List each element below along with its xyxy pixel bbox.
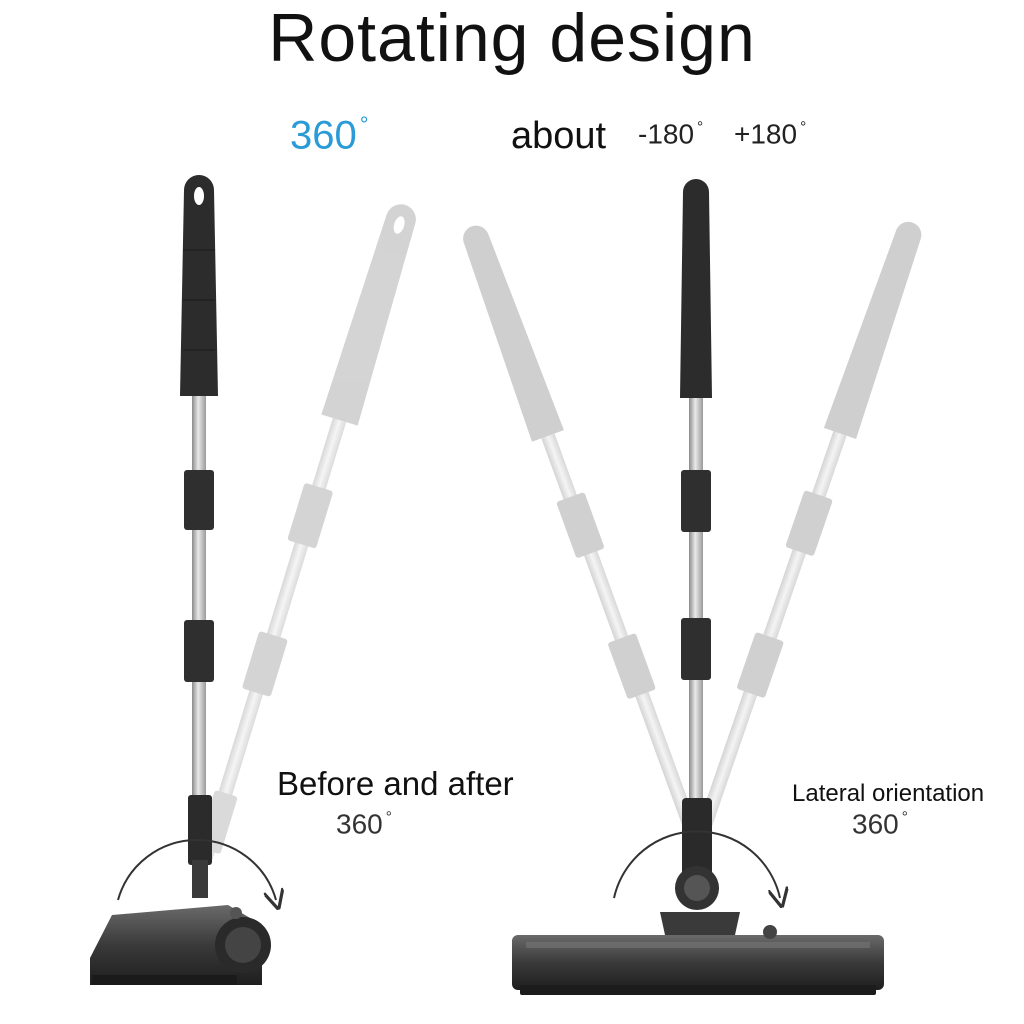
before-after-angle: 360° bbox=[336, 810, 392, 839]
right-ghost-left-sweeper bbox=[463, 225, 702, 843]
left-sweeper bbox=[90, 175, 271, 985]
plus-angle-unit: ° bbox=[800, 119, 807, 136]
lateral-angle-value: 360 bbox=[852, 808, 899, 840]
left-ghost-sweeper bbox=[198, 204, 416, 863]
lateral-angle: 360° bbox=[852, 810, 908, 839]
plus-angle-value: +180 bbox=[734, 118, 798, 150]
before-after-angle-value: 360 bbox=[336, 808, 383, 840]
right-ghost-right-sweeper bbox=[693, 221, 922, 843]
minus-angle-value: -180 bbox=[638, 118, 695, 150]
minus-angle-label: -180° bbox=[638, 120, 703, 149]
lateral-caption: Lateral orientation bbox=[792, 780, 985, 807]
left-rotation-arrow bbox=[117, 839, 276, 900]
left-angle-label: 360° bbox=[290, 114, 369, 156]
left-angle-unit: ° bbox=[359, 112, 369, 137]
before-after-caption: Before and after bbox=[277, 765, 514, 802]
about-label: about bbox=[511, 115, 607, 157]
page-title: Rotating design bbox=[268, 0, 756, 76]
right-sweeper bbox=[512, 179, 884, 995]
right-rotation-arrow bbox=[613, 830, 780, 898]
before-after-angle-unit: ° bbox=[385, 809, 392, 826]
minus-angle-unit: ° bbox=[697, 119, 704, 136]
plus-angle-label: +180° bbox=[734, 120, 806, 149]
lateral-angle-unit: ° bbox=[901, 809, 908, 826]
left-angle-value: 360 bbox=[290, 113, 357, 158]
